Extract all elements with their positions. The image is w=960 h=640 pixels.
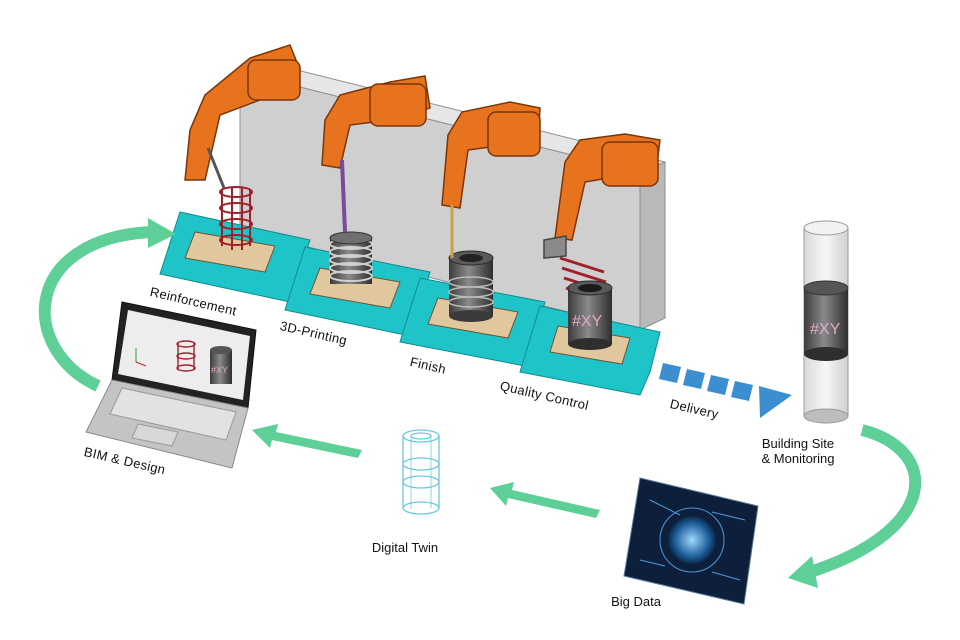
label-building-site: Building Site & Monitoring — [738, 436, 858, 466]
printed-column — [329, 231, 373, 284]
flow-arrow-twin-to-bim — [252, 424, 362, 458]
laptop — [85, 301, 257, 469]
delivery-arrow — [659, 363, 792, 418]
qc-column — [559, 256, 613, 350]
label-digital-twin: Digital Twin — [371, 540, 439, 555]
big-data-image — [623, 477, 759, 605]
label-building-site-line2: & Monitoring — [761, 451, 835, 466]
robot-1 — [184, 44, 301, 189]
label-building-site-line1: Building Site — [761, 436, 835, 451]
flow-arrow-bim-to-reinforcement — [38, 218, 176, 392]
flow-arrow-data-to-twin — [490, 482, 600, 518]
robot-4 — [543, 133, 661, 259]
qc-column-tag: #XY — [572, 313, 603, 330]
laptop-column-tag: #XY — [211, 365, 228, 375]
flow-arrow-site-to-data — [788, 424, 922, 588]
finished-column — [448, 250, 494, 322]
site-column-tag: #XY — [810, 321, 841, 338]
building-site-column — [803, 220, 849, 424]
robot-3 — [441, 101, 541, 258]
label-big-data: Big Data — [611, 594, 661, 609]
rebar-cage — [219, 186, 253, 250]
digital-twin-model — [402, 429, 440, 515]
robot-2 — [321, 75, 431, 233]
